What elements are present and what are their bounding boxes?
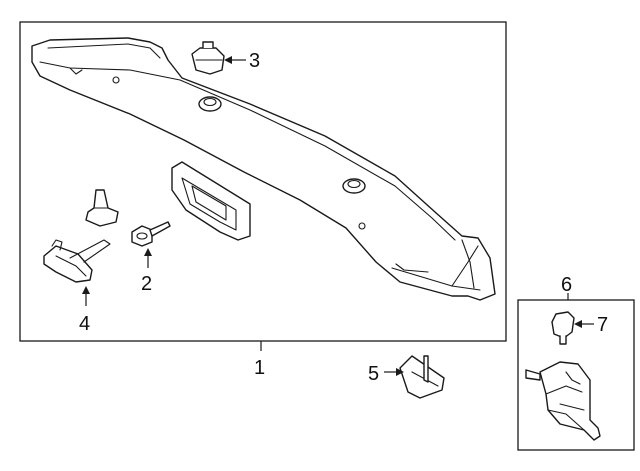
inset-frame (517, 299, 635, 451)
callout-3: 3 (249, 50, 260, 72)
callout-1: 1 (254, 357, 265, 379)
inset-bracket (525, 361, 601, 441)
bumper-part-7 (551, 311, 575, 345)
bolt-part-2 (131, 221, 171, 247)
clip-part-4 (43, 239, 111, 283)
callout-5: 5 (368, 363, 379, 385)
callout-7: 7 (597, 314, 608, 336)
pad-grommet (171, 161, 251, 241)
callout-4: 4 (79, 313, 90, 335)
bracket-part-5 (399, 355, 445, 399)
callout-2: 2 (141, 273, 152, 295)
nut-part-3 (191, 41, 225, 75)
main-assembly-frame (19, 21, 507, 342)
callout-6: 6 (561, 274, 572, 296)
spoiler-part-1 (31, 37, 496, 301)
cone-stud (85, 189, 119, 227)
